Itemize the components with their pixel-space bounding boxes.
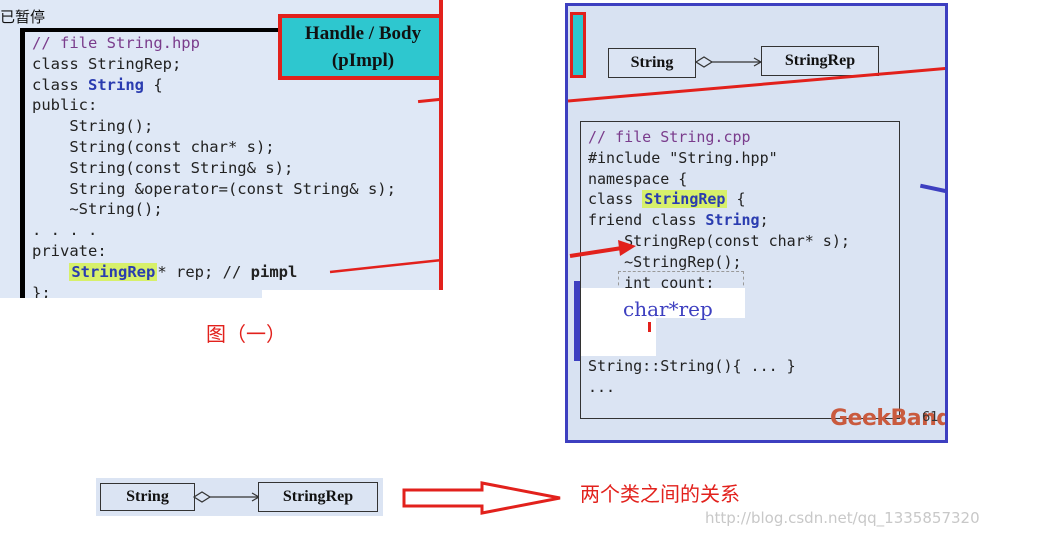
code-comment: // file bbox=[32, 34, 107, 52]
slide-number: 61 bbox=[922, 410, 939, 425]
code-line: String(const char* s); bbox=[32, 137, 275, 156]
uml-class-string: String bbox=[608, 48, 696, 78]
code-keyword: String bbox=[88, 75, 144, 94]
code-line: ... bbox=[588, 377, 616, 396]
red-pointer-arrow bbox=[569, 240, 636, 258]
code-line: String(); bbox=[32, 117, 154, 136]
red-diagonal-line bbox=[568, 67, 945, 103]
code-filename: String.hpp bbox=[106, 34, 200, 52]
cpp-code-block: // file String.cpp #include "String.hpp"… bbox=[588, 127, 850, 397]
code-line: ; bbox=[759, 211, 769, 230]
code-line bbox=[32, 263, 69, 281]
white-edit-patch bbox=[581, 288, 745, 318]
code-frame bbox=[20, 28, 443, 298]
code-line: { bbox=[144, 75, 163, 94]
code-line: * rep; // bbox=[157, 262, 251, 281]
code-line: String::String(){ ... } bbox=[588, 356, 796, 375]
red-edge-line bbox=[439, 0, 443, 298]
code-keyword: String bbox=[705, 211, 760, 230]
code-line: }; bbox=[32, 283, 51, 298]
geekband-logo: GeekBand bbox=[830, 406, 948, 431]
code-line: public: bbox=[32, 96, 98, 115]
right-slide-image: String StringRep // file String.cpp #inc… bbox=[565, 3, 948, 443]
paused-label: 已暂停 bbox=[0, 8, 46, 26]
code-highlight: StringRep bbox=[69, 262, 158, 281]
code-line: ~String(); bbox=[32, 200, 163, 219]
blue-tick-mark bbox=[919, 183, 945, 195]
code-line: #include "String.hpp" bbox=[588, 148, 778, 167]
code-filename: String.cpp bbox=[660, 128, 751, 146]
cropped-edge bbox=[262, 290, 443, 298]
code-line: StringRep(const char* s); bbox=[588, 231, 850, 250]
code-line: class bbox=[588, 190, 643, 209]
blog-watermark: http://blog.csdn.net/qq_1335857320 bbox=[705, 509, 980, 527]
code-comment: // file bbox=[588, 128, 661, 146]
code-line: ~StringRep(); bbox=[588, 252, 742, 271]
figure-caption: 图（一） bbox=[206, 322, 286, 346]
code-line: friend class bbox=[588, 211, 706, 230]
uml-class-string: String bbox=[100, 483, 195, 511]
header-code-block: // file String.hpp class StringRep; clas… bbox=[32, 33, 396, 298]
code-line: class StringRep; bbox=[32, 54, 182, 73]
code-line: class bbox=[32, 75, 88, 94]
red-pointer-arrow bbox=[329, 258, 443, 274]
code-line: String(const String& s); bbox=[32, 158, 294, 177]
code-line: private: bbox=[32, 241, 107, 260]
red-cursor-mark bbox=[648, 322, 651, 332]
code-highlight: StringRep bbox=[642, 190, 728, 209]
code-bold: pimpl bbox=[250, 262, 298, 281]
handle-title-line2: (pImpl) bbox=[331, 50, 395, 71]
white-edit-patch bbox=[581, 318, 656, 356]
cyan-title-fragment bbox=[570, 12, 586, 78]
hollow-arrow-icon bbox=[402, 481, 561, 515]
code-line: . . . . bbox=[32, 221, 98, 240]
aggregation-link bbox=[192, 491, 261, 503]
code-line: int count; bbox=[588, 273, 715, 292]
code-line: { bbox=[727, 190, 746, 209]
left-slide-image: 已暂停 // file String.hpp class StringRep; … bbox=[0, 0, 443, 298]
handle-title-line1: Handle / Body bbox=[304, 23, 422, 44]
relationship-caption: 两个类之间的关系 bbox=[580, 482, 740, 506]
char-rep-annotation: char*rep bbox=[623, 297, 713, 321]
code-line: String &operator=(const String& s); bbox=[32, 179, 396, 198]
code-line: namespace { bbox=[588, 169, 688, 188]
uml-class-stringrep: StringRep bbox=[761, 46, 879, 76]
handle-body-title: Handle / Body (pImpl) bbox=[278, 14, 443, 80]
cpp-code-frame bbox=[580, 121, 900, 419]
bottom-uml-diagram: String StringRep bbox=[96, 478, 383, 516]
uml-class-stringrep: StringRep bbox=[258, 482, 378, 512]
blue-marker-line bbox=[574, 281, 580, 361]
